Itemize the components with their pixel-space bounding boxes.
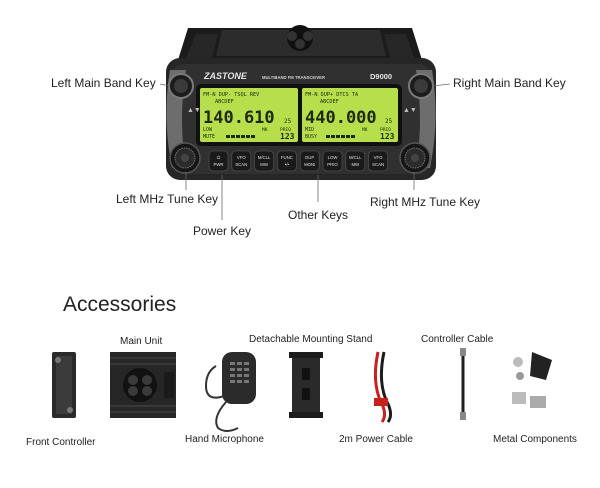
accessories-heading: Accessories	[63, 293, 177, 316]
hand-microphone-image	[204, 352, 256, 432]
left-lcd-mk: MK	[262, 127, 268, 133]
left-lcd-power: LOW	[203, 127, 213, 133]
top-fan-icon	[287, 25, 313, 51]
right-main-band-key[interactable]	[408, 73, 434, 99]
key-top-label: DUP	[305, 155, 314, 160]
left-lcd-prio: PRIO	[280, 127, 291, 133]
function-key[interactable]: LOW PRIO	[322, 150, 343, 172]
key-bottom-label: MW	[260, 162, 269, 167]
left-lcd-mute: MUTE	[203, 134, 215, 140]
label-power-cable: 2m Power Cable	[339, 434, 413, 445]
brand-logo: ZASTONE	[203, 71, 248, 81]
key-bottom-label: SCAN	[235, 162, 247, 167]
function-key[interactable]: M/CLL MW	[254, 150, 275, 172]
callout-power-key: Power Key	[193, 224, 252, 238]
label-metal-components: Metal Components	[493, 434, 577, 445]
label-mounting-stand: Detachable Mounting Stand	[249, 334, 373, 345]
left-lcd-name: ABCDEF	[215, 99, 234, 105]
key-bottom-label: SCAN	[372, 162, 384, 167]
key-top-label: ⏻	[217, 155, 221, 160]
left-mhz-tune-key[interactable]	[169, 142, 201, 174]
key-bottom-label: MONI	[304, 162, 315, 167]
brand-subtitle: MULTIBAND FM TRANSCEIVER	[262, 75, 325, 80]
right-lcd-frequency-sub: 25	[385, 118, 393, 125]
controller-cable-image	[460, 348, 466, 420]
model-number: D9000	[370, 72, 392, 81]
left-lcd-frequency-sub: 25	[284, 118, 292, 125]
radio-front-panel: ZASTONE MULTIBAND FM TRANSCEIVER D9000 F…	[159, 25, 451, 220]
right-lcd-channel: 123	[380, 132, 395, 141]
right-lcd-power: MID	[305, 127, 314, 133]
callout-right-mhz-tune-key: Right MHz Tune Key	[370, 195, 481, 209]
front-controller-image	[52, 352, 76, 418]
key-top-label: FUNC	[281, 155, 293, 160]
right-lcd-status: FM-N DUP+ DTCS TA	[305, 92, 359, 98]
function-key[interactable]: M/CLL MW	[345, 150, 366, 172]
right-lcd-busy: BUSY	[305, 134, 317, 140]
left-lcd-frequency: 140.610	[203, 108, 275, 128]
callout-right-main-band-key: Right Main Band Key	[453, 76, 566, 90]
left-lcd-status: FM-N DUP- TSQL REV	[203, 92, 259, 98]
right-mhz-tune-key[interactable]	[399, 142, 431, 174]
function-key[interactable]: VFO SCAN	[368, 150, 389, 172]
right-lcd-prio: PRIO	[380, 127, 391, 133]
right-lcd-name: ABCDEF	[320, 99, 339, 105]
callout-left-mhz-tune-key: Left MHz Tune Key	[116, 192, 219, 206]
label-hand-microphone: Hand Microphone	[185, 434, 264, 445]
label-controller-cable: Controller Cable	[421, 334, 494, 345]
mounting-stand-image	[289, 352, 323, 418]
key-bottom-label: •/•	[285, 162, 290, 167]
metal-components-image	[512, 352, 552, 408]
function-key[interactable]: FUNC •/•	[276, 150, 297, 172]
key-bottom-label: MW	[351, 162, 360, 167]
right-lcd-display	[302, 88, 398, 142]
key-top-label: VFO	[374, 155, 383, 160]
power-cable-image	[373, 351, 393, 423]
left-main-band-key[interactable]	[168, 73, 194, 99]
power-key[interactable]: ⏻ PWR	[208, 150, 229, 172]
accessories-images	[52, 348, 552, 432]
left-volume-arrows-icon: ▲▼	[187, 107, 201, 114]
function-key[interactable]: DUP MONI	[299, 150, 320, 172]
label-main-unit: Main Unit	[120, 336, 163, 347]
left-lcd-display	[200, 88, 298, 142]
right-lcd-mk: MK	[362, 127, 368, 133]
right-volume-arrows-icon: ▲▼	[403, 107, 417, 114]
key-bottom-label: PWR	[213, 162, 223, 167]
label-front-controller: Front Controller	[26, 437, 96, 448]
callout-other-keys: Other Keys	[288, 208, 349, 222]
callout-left-main-band-key: Left Main Band Key	[51, 76, 156, 90]
key-bottom-label: PRIO	[327, 162, 338, 167]
key-top-label: M/CLL	[258, 155, 271, 160]
right-lcd-frequency: 440.000	[305, 108, 377, 128]
key-top-label: M/CLL	[349, 155, 362, 160]
key-top-label: VFO	[237, 155, 246, 160]
key-top-label: LOW	[328, 155, 339, 160]
left-lcd-channel: 123	[280, 132, 295, 141]
function-key[interactable]: VFO SCAN	[231, 150, 252, 172]
main-unit-image	[110, 352, 176, 418]
